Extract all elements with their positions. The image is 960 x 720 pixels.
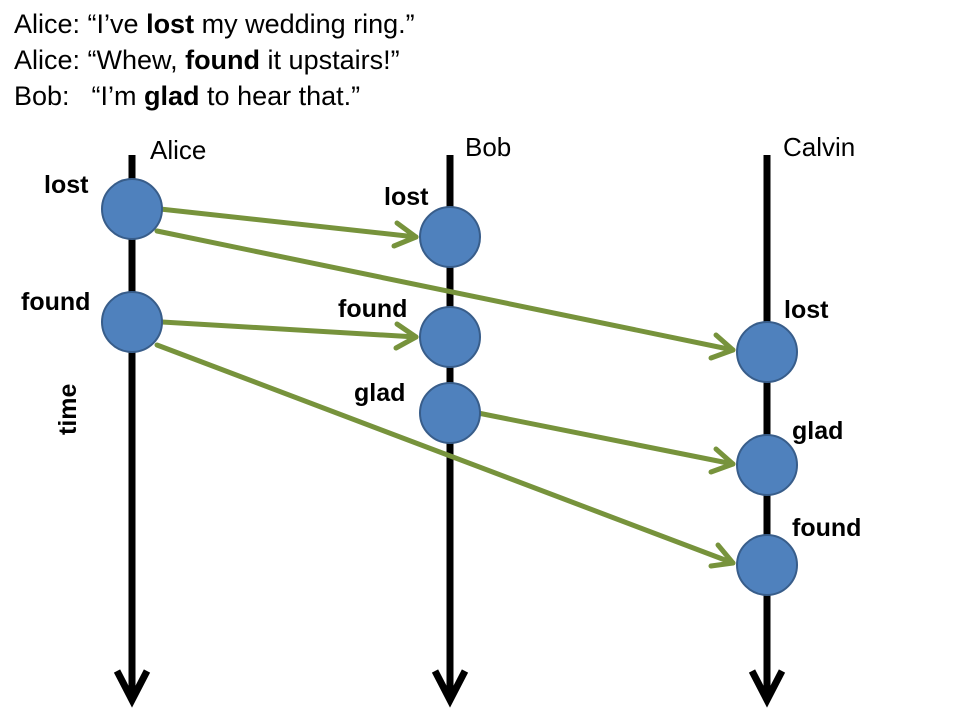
quote-before: “I’ve [87, 9, 147, 39]
process-label-bob: Bob [465, 132, 511, 162]
arrow-alice-found-to-calvin [154, 342, 736, 569]
event-node-calvin-glad [736, 434, 798, 496]
arrow-alice-lost-to-bob [157, 206, 419, 249]
event-node-bob-lost [419, 206, 481, 268]
arrow-alice-lost-to-calvin [154, 228, 736, 361]
timeline-calvin [748, 155, 786, 708]
keyword: found [185, 45, 261, 75]
timeline-arrowhead-icon [748, 669, 786, 708]
event-label-alice-lost: lost [44, 171, 89, 199]
event-nodes [101, 178, 798, 596]
quote-before: “I’m [91, 81, 145, 111]
timeline-alice [113, 155, 151, 708]
dialogue-line-2: Alice: “Whew, found it upstairs!” [14, 42, 415, 78]
arrow-bob-glad-to-calvin [475, 410, 736, 475]
message-arrows [154, 206, 736, 569]
event-label-bob-found: found [338, 295, 407, 323]
quote-before: “Whew, [87, 45, 186, 75]
speaker: Bob: [14, 81, 70, 111]
process-label-alice: Alice [150, 135, 206, 165]
event-label-bob-glad: glad [354, 379, 405, 407]
event-node-calvin-lost [736, 321, 798, 383]
event-label-bob-lost: lost [384, 183, 429, 211]
keyword: glad [144, 81, 200, 111]
keyword: lost [146, 9, 195, 39]
event-node-alice-found [101, 291, 163, 353]
speaker: Alice: [14, 9, 81, 39]
process-label-calvin: Calvin [783, 132, 855, 162]
time-axis-label: time [54, 384, 82, 436]
quote-after: to hear that.” [199, 81, 361, 111]
arrow-alice-found-to-bob [159, 319, 419, 351]
event-label-calvin-lost: lost [784, 296, 829, 324]
dialogue: Alice: “I’ve lost my wedding ring.” Alic… [14, 6, 415, 114]
event-node-alice-lost [101, 178, 163, 240]
event-node-bob-glad [419, 382, 481, 444]
timeline-arrowhead-icon [431, 669, 469, 708]
event-node-bob-found [419, 306, 481, 368]
event-label-alice-found: found [21, 288, 90, 316]
quote-after: it upstairs!” [260, 45, 400, 75]
dialogue-line-1: Alice: “I’ve lost my wedding ring.” [14, 6, 415, 42]
dialogue-line-3: Bob: “I’m glad to hear that.” [14, 78, 415, 114]
timeline-arrowhead-icon [113, 669, 151, 708]
event-label-calvin-found: found [792, 514, 861, 542]
quote-after: my wedding ring.” [194, 9, 415, 39]
event-node-calvin-found [736, 534, 798, 596]
event-label-calvin-glad: glad [792, 417, 843, 445]
speaker: Alice: [14, 45, 81, 75]
